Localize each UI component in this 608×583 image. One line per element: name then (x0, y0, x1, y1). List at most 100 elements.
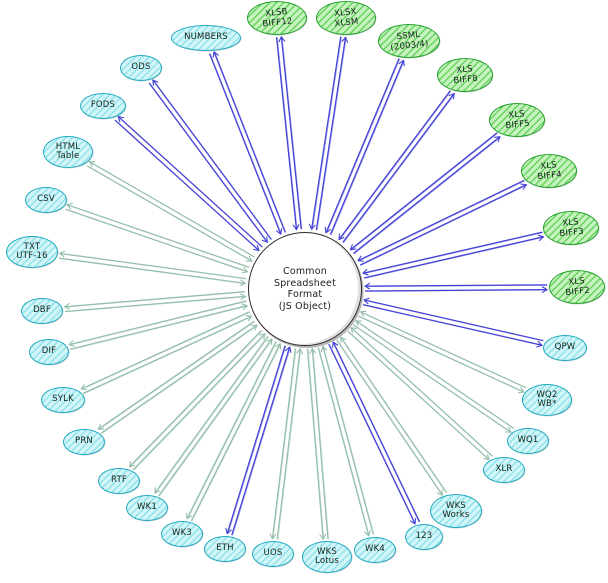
format-node-label: SSML(2003/4) (389, 29, 429, 52)
edge-line (328, 343, 417, 525)
edge-line-sketch (326, 58, 401, 234)
edge-line-sketch (155, 336, 270, 494)
edge-line (309, 348, 329, 539)
format-node-wk1: WK1 (126, 495, 168, 521)
format-node-ods: ODS (120, 55, 162, 81)
edge-line-sketch (277, 349, 302, 540)
edge-line-sketch (133, 333, 267, 471)
format-node-sylk: SYLK (41, 387, 85, 413)
edge-line (225, 345, 286, 535)
edge-line (86, 165, 253, 262)
edge-line (185, 341, 277, 520)
edge-line-sketch (281, 37, 303, 230)
edge-line-sketch (81, 311, 251, 390)
edge-line (117, 116, 263, 248)
edge-line (340, 336, 447, 493)
format-node-label: NUMBERS (184, 32, 228, 43)
edge-line (88, 161, 255, 258)
edge-line (100, 324, 258, 434)
format-node-prn: PRN (63, 429, 105, 455)
edge-line (347, 330, 490, 461)
format-node-uos: UOS (252, 541, 294, 567)
edge-line-sketch (227, 345, 287, 535)
center-node: Common Spreadsheet Format (JS Object) (248, 232, 362, 346)
edge-line (362, 231, 543, 276)
format-node-label: RTF (111, 475, 127, 486)
edge-line-sketch (98, 321, 256, 431)
format-node-dbf: DBF (21, 298, 63, 324)
format-node-label: FODS (90, 100, 116, 111)
edge-line-sketch (272, 348, 297, 540)
edge-line-sketch (358, 180, 526, 262)
edge-line (358, 315, 525, 394)
format-node-numbers: NUMBERS (171, 25, 241, 51)
format-node-xlr: XLR (483, 457, 525, 483)
edge-line (276, 348, 304, 540)
edge-line (317, 347, 371, 537)
edge-line (357, 179, 525, 262)
edge-line (231, 346, 292, 536)
edge-line (342, 92, 455, 243)
center-label-line: (JS Object) (278, 300, 332, 312)
format-node-label: UOS (263, 548, 283, 559)
edge-line-sketch (339, 90, 452, 241)
format-node-label: WQ1 (517, 435, 539, 446)
edge-line (212, 51, 286, 233)
format-node-csv: CSV (25, 187, 67, 213)
edge-line-sketch (311, 36, 342, 230)
edge-line-sketch (360, 184, 528, 266)
center-label-line: Common (282, 266, 327, 277)
format-node-label: CSV (37, 194, 55, 205)
edge-line (359, 310, 527, 389)
edge-line (70, 303, 248, 350)
edge-line-sketch (129, 330, 263, 468)
format-node-label: WK4 (365, 544, 385, 555)
format-node-fods: FODS (80, 93, 126, 119)
edge-line (65, 208, 249, 274)
edge-line-sketch (191, 343, 282, 522)
edge-line (332, 341, 420, 523)
edge-line (349, 132, 498, 251)
format-node-label: ODS (131, 62, 151, 73)
edge-line (152, 79, 272, 240)
format-node-label: PRN (75, 436, 93, 447)
edge-line (208, 53, 283, 235)
edge-line (148, 82, 268, 243)
edge-line-sketch (330, 60, 405, 236)
edge-line-sketch (307, 349, 325, 540)
edge-line (365, 286, 548, 294)
edge-line-sketch (343, 93, 456, 244)
format-node-label: ETH (216, 543, 234, 554)
format-node-label: WK3 (172, 528, 192, 539)
format-node-wq1: WQ1 (507, 428, 549, 454)
edge-line (190, 343, 282, 522)
edge-line (362, 304, 543, 348)
edge-line (324, 58, 400, 234)
edge-line (128, 329, 262, 468)
edge-line (352, 324, 512, 433)
edge-line-sketch (312, 348, 330, 540)
format-node-dif: DIF (29, 339, 69, 365)
edge-line (58, 257, 246, 287)
edge-line (66, 202, 250, 268)
edge-line-sketch (232, 347, 291, 536)
edge-line-sketch (187, 341, 278, 520)
edge-line-sketch (353, 136, 501, 255)
edge-line (82, 315, 253, 394)
edge-line-sketch (276, 37, 298, 231)
edge-line (132, 333, 266, 471)
format-node-123: 123 (405, 524, 443, 550)
